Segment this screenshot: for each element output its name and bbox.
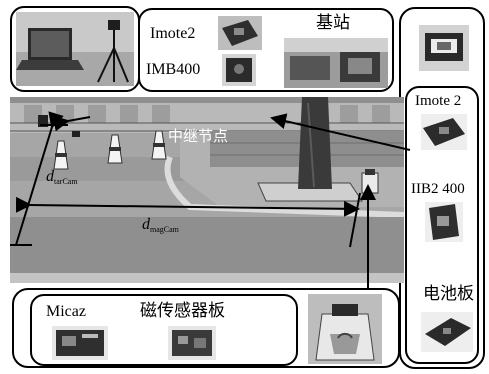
micaz-board-image [52,326,108,360]
imote2-right-label: Imote 2 [415,93,462,109]
battery-board-image [421,312,473,352]
imb400-label: IMB400 [146,61,201,78]
sensor-board-inner-box: Micaz 磁传感器板 [30,294,298,366]
iib2400-label: IIB2 400 [411,181,465,197]
imote2-board-image [218,16,262,50]
imb400-board-image [222,54,256,86]
micaz-label: Micaz [46,303,86,320]
laptop-camera-photo [16,12,134,86]
sensor-stool-image [308,294,382,364]
sensor-node-box: Micaz 磁传感器板 [12,288,400,368]
d-tarcam-label: dtarCam [46,168,78,186]
magnetic-board-image [168,326,216,360]
iib2400-board-image [425,202,463,242]
relay-node-label: 中继节点 [168,127,229,145]
battery-board-label: 电池板 [423,284,474,304]
magnetic-board-label: 磁传感器板 [140,301,225,321]
d-magcam-label: dmagCam [142,216,179,234]
base-station-image [284,38,388,88]
imote2-label: Imote2 [150,25,196,42]
camera-station-box [10,6,140,92]
imote2-right-board-image [421,114,467,150]
relay-device-image [419,25,469,71]
base-station-label: 基站 [316,13,350,33]
d-tarcam-line [15,111,64,246]
relay-board-box: Imote 2 IIB2 400 电池板 [405,86,479,364]
distance-annotations [10,111,361,248]
street-scene-photo: 中继节点 dtarCam dmagCam [10,97,404,283]
d-magcam-line [15,196,360,217]
base-station-box: Imote2 IMB400 基站 [138,8,394,92]
